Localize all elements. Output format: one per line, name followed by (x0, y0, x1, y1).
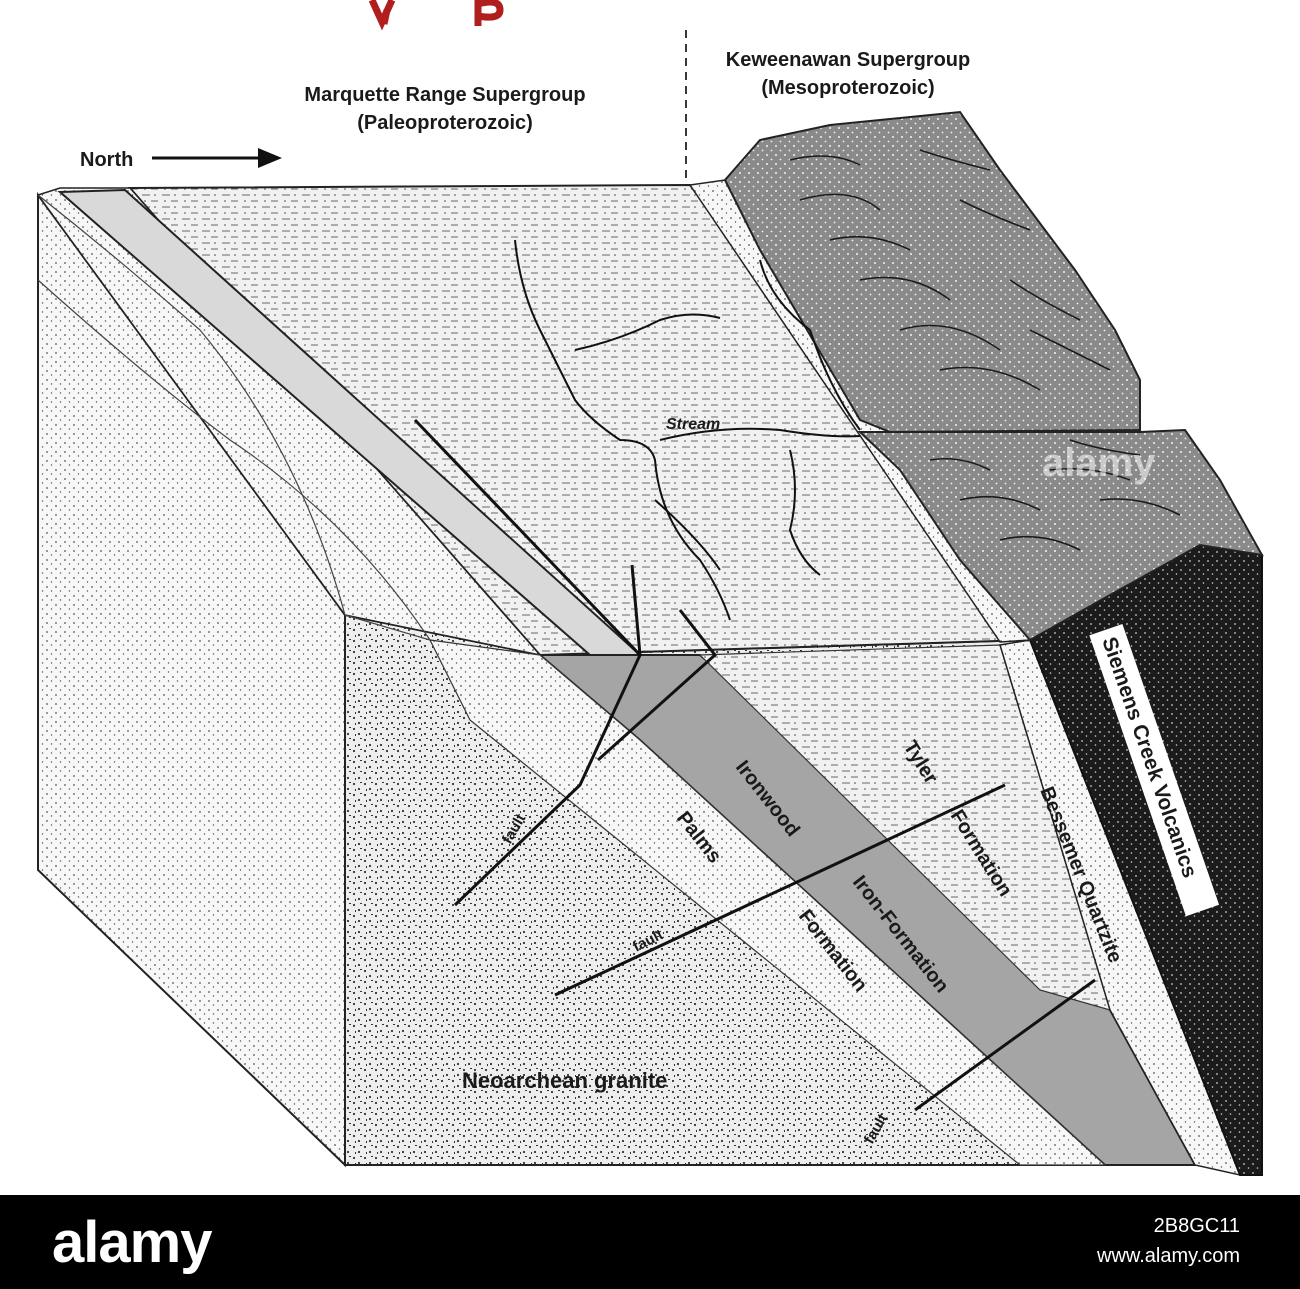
banner-meta: 2B8GC11 www.alamy.com (1097, 1211, 1240, 1271)
north-arrow (152, 148, 282, 168)
banner-image-id: 2B8GC11 (1097, 1211, 1240, 1241)
keweenawan-header-line1: Keweenawan Supergroup (726, 49, 971, 71)
granite-label: Neoarchean granite (462, 1068, 667, 1093)
keweenawan-header-line2: (Mesoproterozoic) (761, 77, 934, 99)
stock-banner: alamy 2B8GC11 www.alamy.com (0, 1195, 1300, 1289)
watermark: alamy (1042, 441, 1156, 485)
banner-url: www.alamy.com (1097, 1241, 1240, 1271)
marquette-header-line2: (Paleoproterozoic) (357, 112, 533, 134)
block-diagram: North Marquette Range Supergroup (Paleop… (0, 0, 1300, 1195)
banner-logo: alamy (52, 1209, 211, 1276)
marquette-header-line1: Marquette Range Supergroup (304, 84, 585, 106)
cropped-title-fragment (372, 0, 500, 26)
north-label: North (80, 149, 133, 171)
stream-label: Stream (666, 416, 720, 433)
